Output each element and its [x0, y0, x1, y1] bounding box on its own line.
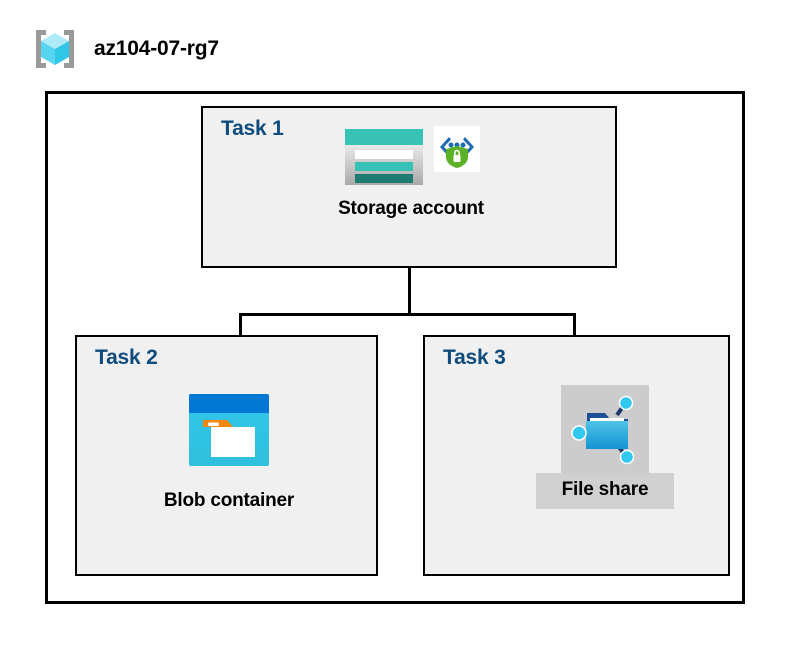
secure-endpoint-shield-icon: [434, 126, 480, 172]
task-3-label: Task 3: [443, 346, 506, 369]
task-1-label: Task 1: [221, 117, 284, 140]
file-share-caption: File share: [561, 479, 649, 500]
resource-group-header: az104-07-rg7: [30, 26, 219, 72]
storage-account-icon: [342, 126, 426, 188]
connector-stem: [408, 268, 411, 316]
resource-group-cube-icon: [30, 26, 80, 72]
file-share-icon-highlight: [561, 385, 649, 473]
task-1-box[interactable]: Task 1: [201, 106, 617, 268]
resource-group-boundary: Task 1: [45, 91, 745, 604]
task-2-box[interactable]: Task 2: [75, 335, 378, 576]
file-share-caption-highlight: File share: [535, 473, 675, 509]
file-share-icon: [567, 391, 643, 467]
storage-account-node[interactable]: Storage account: [303, 126, 519, 220]
resource-group-name: az104-07-rg7: [94, 37, 219, 60]
task-3-box[interactable]: Task 3: [423, 335, 730, 576]
file-share-node[interactable]: File share: [515, 385, 695, 509]
task-2-label: Task 2: [95, 346, 158, 369]
blob-container-node[interactable]: Blob container: [163, 390, 295, 512]
blob-container-caption: Blob container: [163, 490, 295, 511]
storage-account-caption: Storage account: [338, 198, 484, 219]
blob-container-icon: [185, 390, 273, 470]
storage-account-icon-row: [342, 126, 480, 188]
connector-horizontal-bar: [239, 313, 576, 316]
